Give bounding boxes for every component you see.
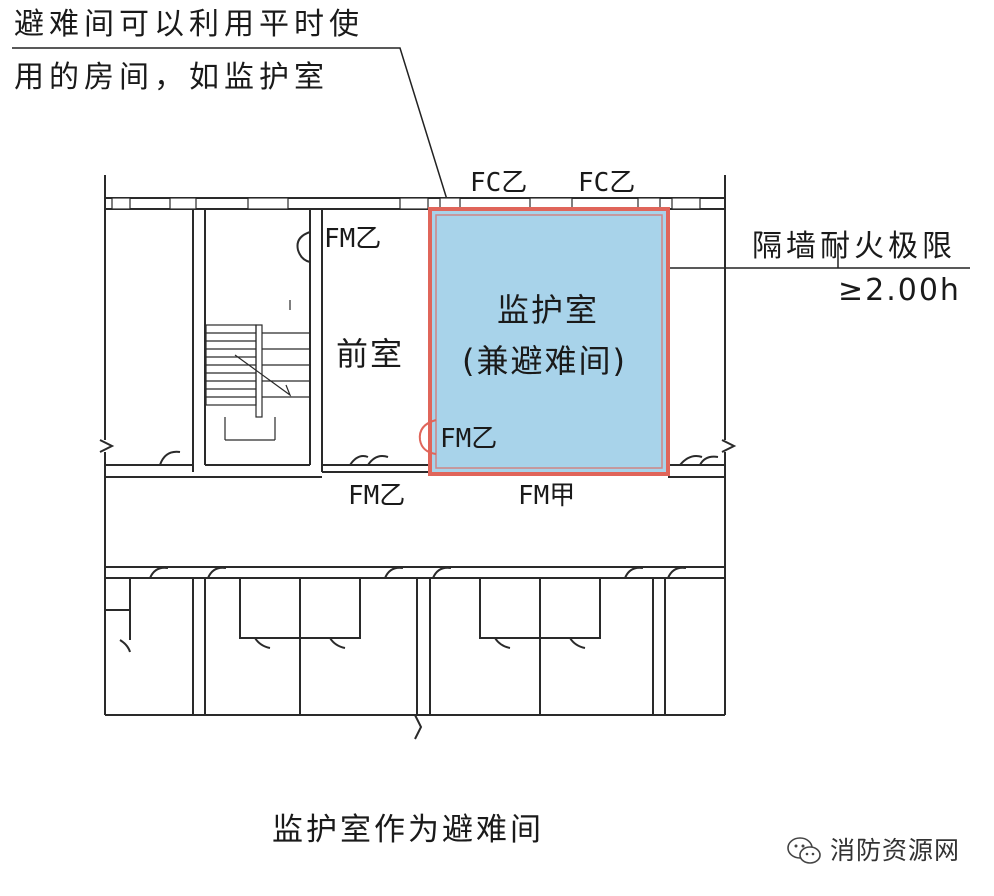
fm-bottom-label: FM乙 bbox=[348, 481, 406, 511]
fc-right-label: FC乙 bbox=[578, 168, 636, 198]
annotation-right-line2: ≥2.00h bbox=[838, 273, 961, 308]
refuge-room-fill bbox=[430, 209, 668, 474]
fm-main-label: FM甲 bbox=[518, 481, 576, 511]
stairs bbox=[205, 300, 310, 441]
figure-caption: 监护室作为避难间 bbox=[272, 812, 544, 848]
refuge-room-door bbox=[418, 419, 437, 455]
watermark-text: 消防资源网 bbox=[830, 836, 961, 865]
fc-left-label: FC乙 bbox=[470, 168, 528, 198]
stair-core bbox=[192, 209, 323, 472]
annotation-top-line1: 避难间可以利用平时使 bbox=[14, 7, 364, 42]
refuge-room-wall bbox=[428, 207, 670, 476]
fm-room-label: FM乙 bbox=[440, 424, 498, 454]
windows bbox=[111, 197, 701, 210]
anteroom-label: 前室 bbox=[336, 335, 405, 373]
annotation-leaders bbox=[12, 47, 970, 269]
partitions bbox=[105, 231, 725, 478]
monitor-room-sublabel: (兼避难间) bbox=[462, 342, 627, 380]
refuge-room-wall-inner bbox=[435, 214, 663, 469]
fm-top-label: FM乙 bbox=[324, 224, 382, 254]
monitor-room-label: 监护室 bbox=[497, 291, 600, 329]
annotation-top-line2: 用的房间，如监护室 bbox=[14, 60, 329, 95]
annotation-right-line1: 隔墙耐火极限 bbox=[752, 229, 956, 264]
wechat-icon bbox=[787, 837, 821, 864]
lower-offices bbox=[105, 566, 725, 740]
